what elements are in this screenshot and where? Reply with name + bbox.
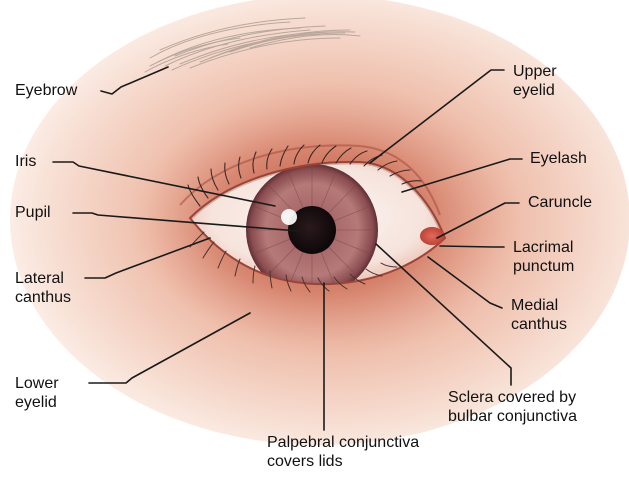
label-lacrimal-punctum-line2: punctum — [513, 257, 574, 276]
label-caruncle: Caruncle — [528, 193, 592, 212]
label-sclera: Sclera covered by bulbar conjunctiva — [448, 388, 577, 426]
label-sclera-line2: bulbar conjunctiva — [448, 407, 577, 426]
label-medial-canthus-line2: canthus — [511, 315, 567, 334]
label-palpebral-line1: Palpebral conjunctiva — [267, 433, 419, 452]
label-upper-eyelid-line1: Upper — [513, 62, 557, 81]
label-lower-eyelid-line1: Lower — [15, 374, 59, 393]
label-lateral-canthus-line1: Lateral — [15, 269, 71, 288]
label-eyebrow: Eyebrow — [15, 81, 77, 100]
label-eyelash: Eyelash — [530, 149, 587, 168]
label-palpebral-conjunctiva: Palpebral conjunctiva covers lids — [267, 433, 419, 471]
label-medial-canthus-line1: Medial — [511, 296, 567, 315]
label-pupil: Pupil — [15, 203, 51, 222]
label-lower-eyelid: Lower eyelid — [15, 374, 59, 412]
label-upper-eyelid: Upper eyelid — [513, 62, 557, 100]
label-lacrimal-punctum: Lacrimal punctum — [513, 238, 574, 276]
label-palpebral-line2: covers lids — [267, 452, 419, 471]
label-lateral-canthus-line2: canthus — [15, 288, 71, 307]
label-lower-eyelid-line2: eyelid — [15, 393, 59, 412]
label-medial-canthus: Medial canthus — [511, 296, 567, 334]
label-sclera-line1: Sclera covered by — [448, 388, 577, 407]
label-lateral-canthus: Lateral canthus — [15, 269, 71, 307]
label-iris: Iris — [15, 152, 36, 171]
label-lacrimal-punctum-line1: Lacrimal — [513, 238, 574, 257]
label-upper-eyelid-line2: eyelid — [513, 81, 557, 100]
